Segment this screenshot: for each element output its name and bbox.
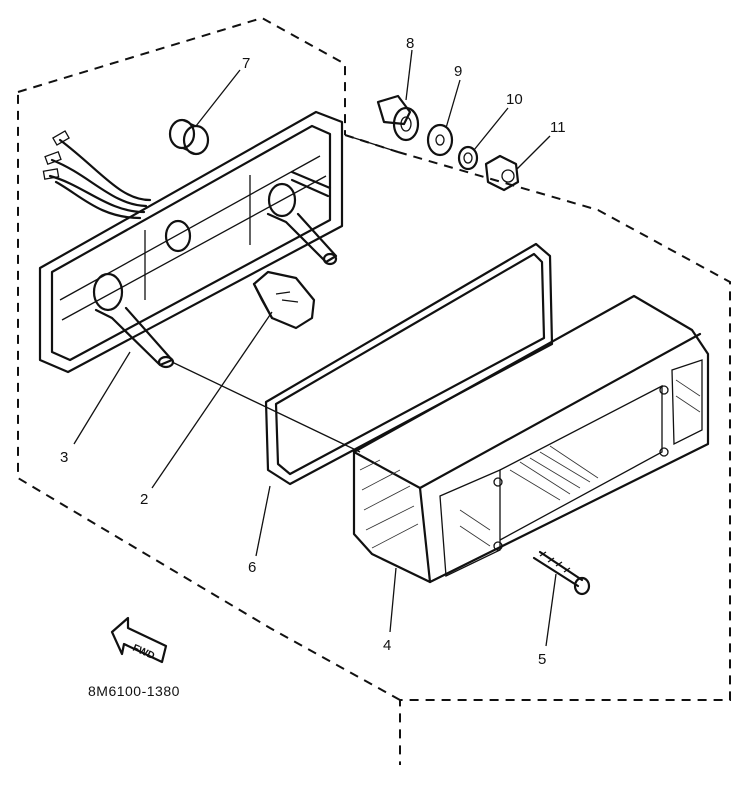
- leader-screw: [545, 573, 557, 647]
- bulb: [252, 270, 316, 330]
- fwd-label: FWD: [131, 643, 156, 662]
- callout-9: 9: [454, 63, 462, 80]
- callout-11: 11: [550, 119, 566, 136]
- callout-7: 7: [242, 55, 250, 72]
- spring-washer: [457, 145, 479, 171]
- nut: [484, 154, 520, 192]
- leader-housing: [73, 351, 131, 445]
- assembly-boundary: [17, 16, 731, 765]
- leader-bulb: [151, 311, 273, 489]
- leader-lens: [389, 567, 397, 633]
- callout-6: 6: [248, 559, 256, 576]
- callout-2: 2: [140, 491, 148, 508]
- callout-3: 3: [60, 449, 68, 466]
- assembly-centerline-top: [344, 134, 399, 153]
- leader-collar: [405, 49, 413, 101]
- figure-code: 8M6100-1380: [88, 683, 180, 699]
- leader-nut: [515, 135, 551, 171]
- leader-spring-washer: [473, 107, 509, 151]
- callout-4: 4: [383, 637, 391, 654]
- grommet: [168, 118, 210, 156]
- callout-10: 10: [506, 91, 523, 108]
- collar: [376, 94, 420, 142]
- screw: [532, 550, 591, 596]
- washer: [426, 123, 454, 157]
- leader-washer: [445, 79, 461, 129]
- gasket: [264, 242, 554, 486]
- leader-gasket: [255, 485, 271, 557]
- lamp-housing: [38, 110, 344, 374]
- callout-8: 8: [406, 35, 414, 52]
- lens: [352, 294, 710, 584]
- fwd-arrow-icon: FWD: [110, 616, 168, 664]
- callout-5: 5: [538, 651, 546, 668]
- leader-grommet: [195, 69, 241, 127]
